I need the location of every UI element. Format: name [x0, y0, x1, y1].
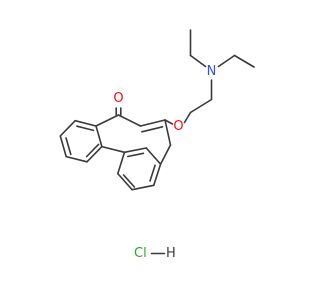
bond	[117, 151, 126, 175]
bond	[101, 145, 126, 154]
bond	[117, 114, 142, 127]
bond	[233, 54, 255, 68]
bond	[164, 119, 172, 146]
hydrogen-label: H	[166, 246, 176, 261]
structure-canvas: O O N Cl H	[59, 29, 255, 261]
bond-inner	[65, 137, 72, 156]
bond	[189, 54, 207, 68]
bond-inner	[149, 164, 156, 182]
molecule-drawing: O O N Cl H	[59, 29, 255, 261]
bond	[189, 98, 213, 114]
bond	[95, 125, 103, 148]
chlorine-label: Cl	[134, 246, 147, 261]
bond	[164, 119, 174, 125]
bond	[139, 119, 166, 127]
ether-oxygen-label: O	[173, 119, 183, 134]
bond	[95, 114, 120, 127]
nitrogen-label: N	[207, 64, 217, 79]
bond	[65, 155, 88, 163]
bond	[145, 147, 162, 165]
bond	[153, 163, 162, 187]
bond	[159, 144, 172, 165]
bond	[59, 119, 76, 137]
bond	[86, 145, 103, 163]
bond-inner	[76, 125, 95, 132]
bond-inner	[127, 152, 145, 158]
bond	[117, 172, 133, 191]
carbonyl-oxygen-label: O	[113, 91, 123, 106]
bond	[59, 135, 67, 158]
bond	[131, 184, 155, 191]
bond	[217, 54, 236, 68]
bond-inner	[85, 143, 100, 158]
bond	[74, 119, 97, 127]
bond	[183, 111, 192, 124]
bond-inner	[141, 126, 164, 133]
bond	[123, 147, 147, 154]
bond-inner	[122, 174, 136, 188]
